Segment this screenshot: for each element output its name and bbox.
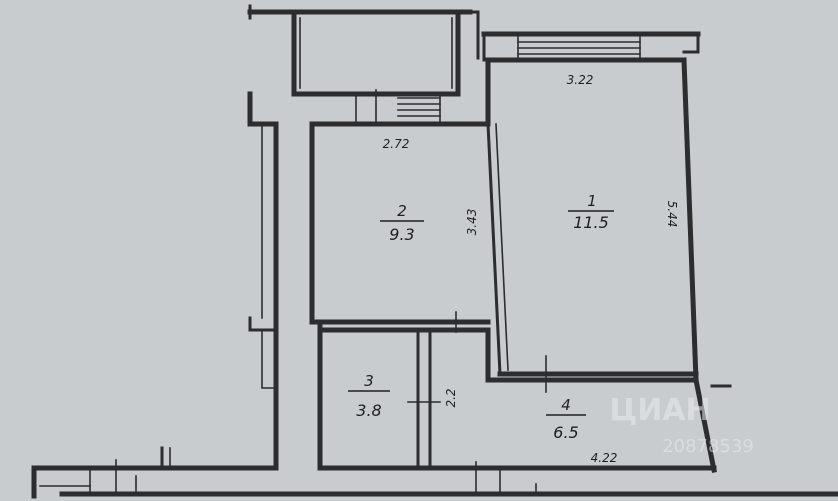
room-3-number: 3 (364, 372, 374, 390)
room-2-number: 2 (397, 202, 407, 220)
corridor-walls (248, 121, 279, 471)
balcony-bottom (31, 446, 838, 499)
room-2-width-dimension: 2.72 (383, 137, 410, 151)
balcony-right (481, 31, 701, 62)
room-3-label: 3 3.8 (348, 372, 390, 420)
room-1-height-dimension: 5.44 (665, 201, 679, 228)
room-3-area: 3.8 (356, 401, 381, 420)
room-2-height-dimension: 3.43 (465, 209, 479, 236)
watermark-id: 20878539 (662, 436, 754, 457)
room-1-walls (485, 57, 699, 393)
room-3-4-walls (317, 319, 732, 473)
room-4-width-dimension: 4.22 (591, 451, 618, 465)
room-3-height-dimension: 2.2 (444, 388, 458, 407)
room-4-number: 4 (561, 396, 571, 414)
watermark-brand: ЦИАН (609, 393, 710, 428)
watermark: ЦИАН 20878539 (609, 393, 753, 457)
room-1-width-dimension: 3.22 (567, 73, 594, 87)
room-2-area: 9.3 (389, 225, 414, 244)
room-2-label: 2 9.3 (380, 202, 424, 244)
room-1-area: 11.5 (573, 213, 609, 232)
room-4-label: 4 6.5 (546, 396, 586, 442)
room-1-label: 1 11.5 (568, 192, 614, 232)
room-4-area: 6.5 (553, 423, 578, 442)
room-1-number: 1 (587, 192, 597, 210)
room-2-walls (247, 89, 491, 333)
